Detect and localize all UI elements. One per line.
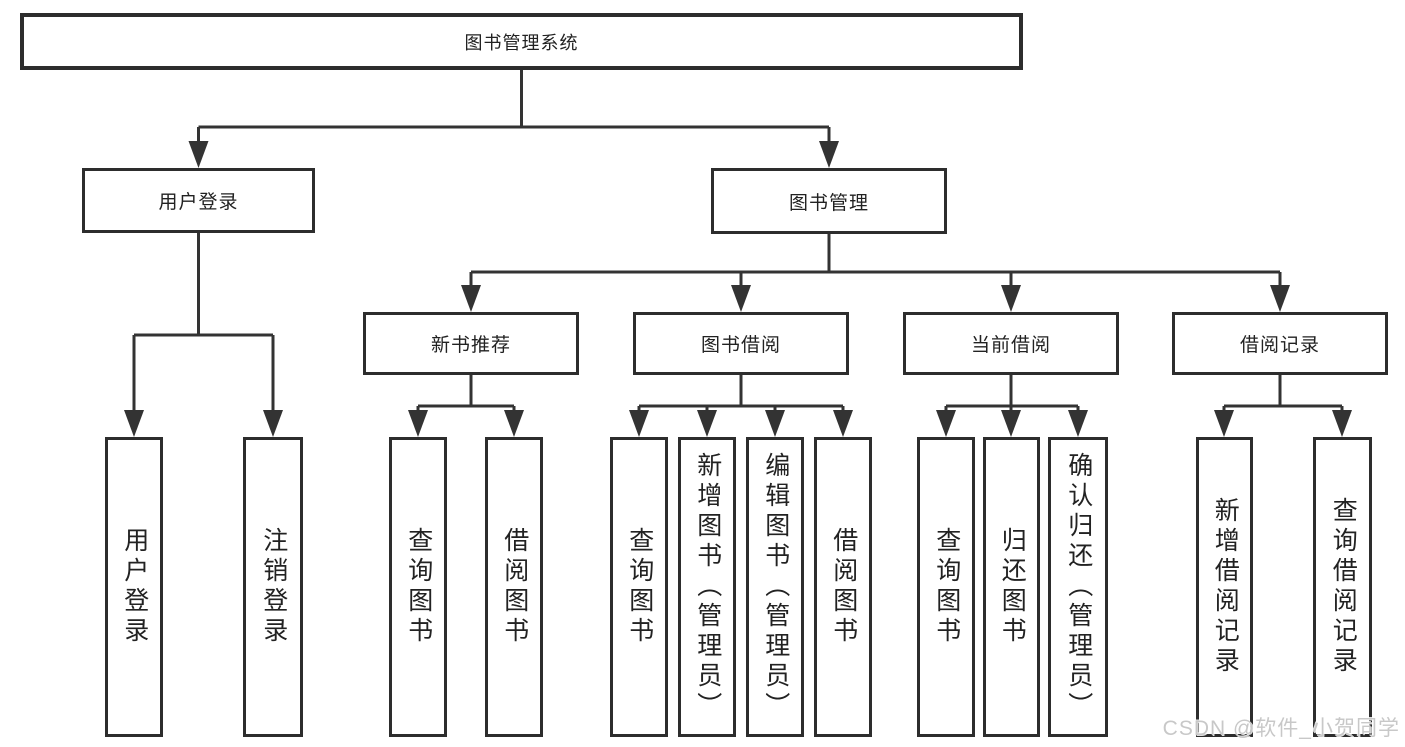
node-book-management: 图书管理 [711,168,947,234]
leaf-add-borrow-record-label: 新增借阅记录 [1211,497,1240,677]
node-user-login-label: 用户登录 [158,192,239,213]
node-current-borrowing-label: 当前借阅 [970,335,1051,356]
node-book-management-label: 图书管理 [788,192,869,214]
arrowhead-icons [124,141,1352,437]
node-root: 图书管理系统 [20,13,1023,70]
leaf-user-login: 用户登录 [105,437,163,737]
leaf-add-borrow-record: 新增借阅记录 [1196,437,1253,737]
node-user-login: 用户登录 [82,168,315,233]
node-book-borrowing: 图书借阅 [633,312,849,375]
csdn-watermark: CSDN @软件_小贺同学 [1162,717,1400,740]
leaf-borrow-books-recommend: 借阅图书 [485,437,543,737]
leaf-query-borrow-record: 查询借阅记录 [1313,437,1372,737]
leaf-query-books-borrowing-label: 查询图书 [625,527,654,647]
leaf-confirm-return-admin: 确认归还（管理员） [1048,437,1108,737]
node-new-book-recommendation: 新书推荐 [363,312,579,375]
leaf-borrow-books-borrowing: 借阅图书 [814,437,872,737]
leaf-query-borrow-record-label: 查询借阅记录 [1329,497,1358,677]
leaf-edit-books-admin-label: 编辑图书（管理员） [761,452,790,722]
leaf-add-books-admin-label: 新增图书（管理员） [693,452,722,722]
leaf-borrow-books-recommend-label: 借阅图书 [500,527,529,647]
node-book-borrowing-label: 图书借阅 [700,335,781,356]
leaf-borrow-books-borrowing-label: 借阅图书 [829,527,858,647]
node-current-borrowing: 当前借阅 [903,312,1119,375]
node-borrowing-records: 借阅记录 [1172,312,1388,375]
leaf-return-books-label: 归还图书 [998,527,1027,647]
leaf-query-books-current: 查询图书 [917,437,975,737]
leaf-query-books-borrowing: 查询图书 [610,437,668,737]
leaf-logout-login-label: 注销登录 [259,527,288,647]
leaf-logout-login: 注销登录 [243,437,303,737]
leaf-return-books: 归还图书 [983,437,1040,737]
leaf-query-books-recommend-label: 查询图书 [404,527,433,647]
node-new-book-recommendation-label: 新书推荐 [430,335,511,356]
leaf-add-books-admin: 新增图书（管理员） [678,437,736,737]
leaf-edit-books-admin: 编辑图书（管理员） [746,437,804,737]
connector-lines [132,70,1344,412]
node-root-label: 图书管理系统 [464,32,579,53]
leaf-confirm-return-admin-label: 确认归还（管理员） [1064,452,1093,722]
node-borrowing-records-label: 借阅记录 [1239,335,1320,356]
leaf-query-books-current-label: 查询图书 [932,527,961,647]
leaf-query-books-recommend: 查询图书 [389,437,447,737]
leaf-user-login-label: 用户登录 [120,527,149,647]
